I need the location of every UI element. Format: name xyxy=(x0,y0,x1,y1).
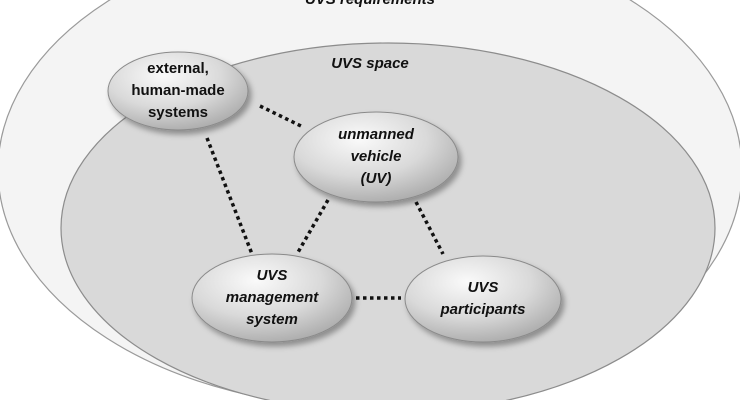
node-management-system xyxy=(191,253,353,343)
management-system-label: UVS management system xyxy=(225,267,319,328)
node-unmanned-vehicle xyxy=(293,111,459,203)
requirements-title: UVS requirements xyxy=(270,0,470,8)
space-title: UVS space xyxy=(331,55,409,72)
connector-uv-participants xyxy=(414,201,445,255)
node-participants xyxy=(404,255,562,343)
node-external-systems xyxy=(107,51,249,131)
external-systems-label: external, human-made systems xyxy=(131,60,225,121)
connector-uv-management xyxy=(295,199,330,255)
participants-label: UVS participants xyxy=(440,279,526,318)
connector-external-uv xyxy=(259,104,304,129)
unmanned-vehicle-label: unmanned vehicle (UV) xyxy=(338,126,414,187)
